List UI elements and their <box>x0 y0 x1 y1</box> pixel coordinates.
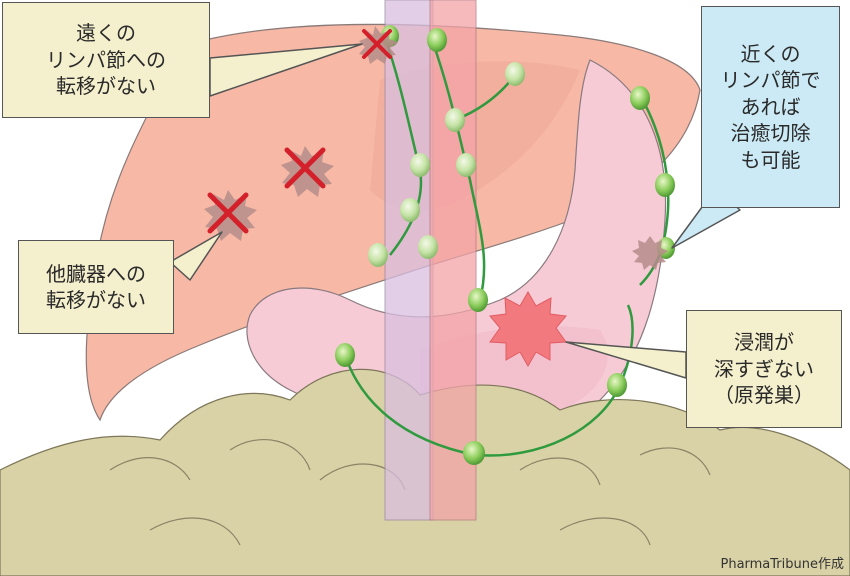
credit-text: PharmaTribune作成 <box>720 557 844 572</box>
callout-distant-lymph: 遠くの リンパ節への 転移がない <box>2 2 210 118</box>
callout-line: 他臓器への <box>46 261 146 286</box>
lymph-node <box>410 153 430 177</box>
callout-line: 遠くの <box>76 21 136 46</box>
lymph-node <box>463 441 485 465</box>
pointer-distant <box>209 43 363 97</box>
nearby-node-tumor <box>632 236 668 270</box>
lymph-node <box>418 235 438 259</box>
callout-line: 近くの <box>740 42 801 67</box>
callout-other-organs: 他臓器への 転移がない <box>18 240 174 334</box>
lymph-vessel-mid <box>430 39 486 301</box>
pointer-organs <box>169 231 223 281</box>
callout-invasion: 浸潤が 深すぎない （原発巣） <box>686 310 842 428</box>
metastasis-mark-distant-node <box>359 26 398 64</box>
lymph-nodes <box>335 25 675 465</box>
callout-line: 治癒切除 <box>730 121 811 146</box>
callout-line: リンパ節への <box>46 47 166 72</box>
lymph-node <box>427 28 447 52</box>
callout-line: 浸潤が <box>734 330 794 355</box>
callout-line: あれば <box>740 94 801 119</box>
lymph-node <box>630 86 650 110</box>
lymph-node <box>400 198 420 222</box>
lymph-node <box>368 243 388 267</box>
metastasis-mark-liver-lower <box>204 190 257 241</box>
callout-line: も可能 <box>740 147 801 172</box>
callout-nearby-lymph: 近くの リンパ節で あれば 治癒切除 も可能 <box>701 6 840 208</box>
lymph-node <box>335 343 355 367</box>
lymph-node <box>445 108 465 132</box>
lymph-node <box>607 373 627 397</box>
callout-line: （原発巣） <box>714 383 814 408</box>
metastasis-mark-liver-upper <box>281 146 334 197</box>
callout-line: リンパ節で <box>720 68 821 93</box>
callout-line: 転移がない <box>46 288 146 312</box>
lymph-node <box>655 173 675 197</box>
primary-tumor <box>489 290 567 368</box>
callout-line: 深すぎない <box>714 356 814 381</box>
lymph-node <box>456 153 476 177</box>
lymph-node <box>468 288 488 312</box>
intestine-folds <box>109 439 711 546</box>
aorta <box>429 0 477 521</box>
vena-cava <box>384 0 434 521</box>
lymph-node <box>505 62 525 86</box>
callout-line: 転移がない <box>56 74 156 99</box>
